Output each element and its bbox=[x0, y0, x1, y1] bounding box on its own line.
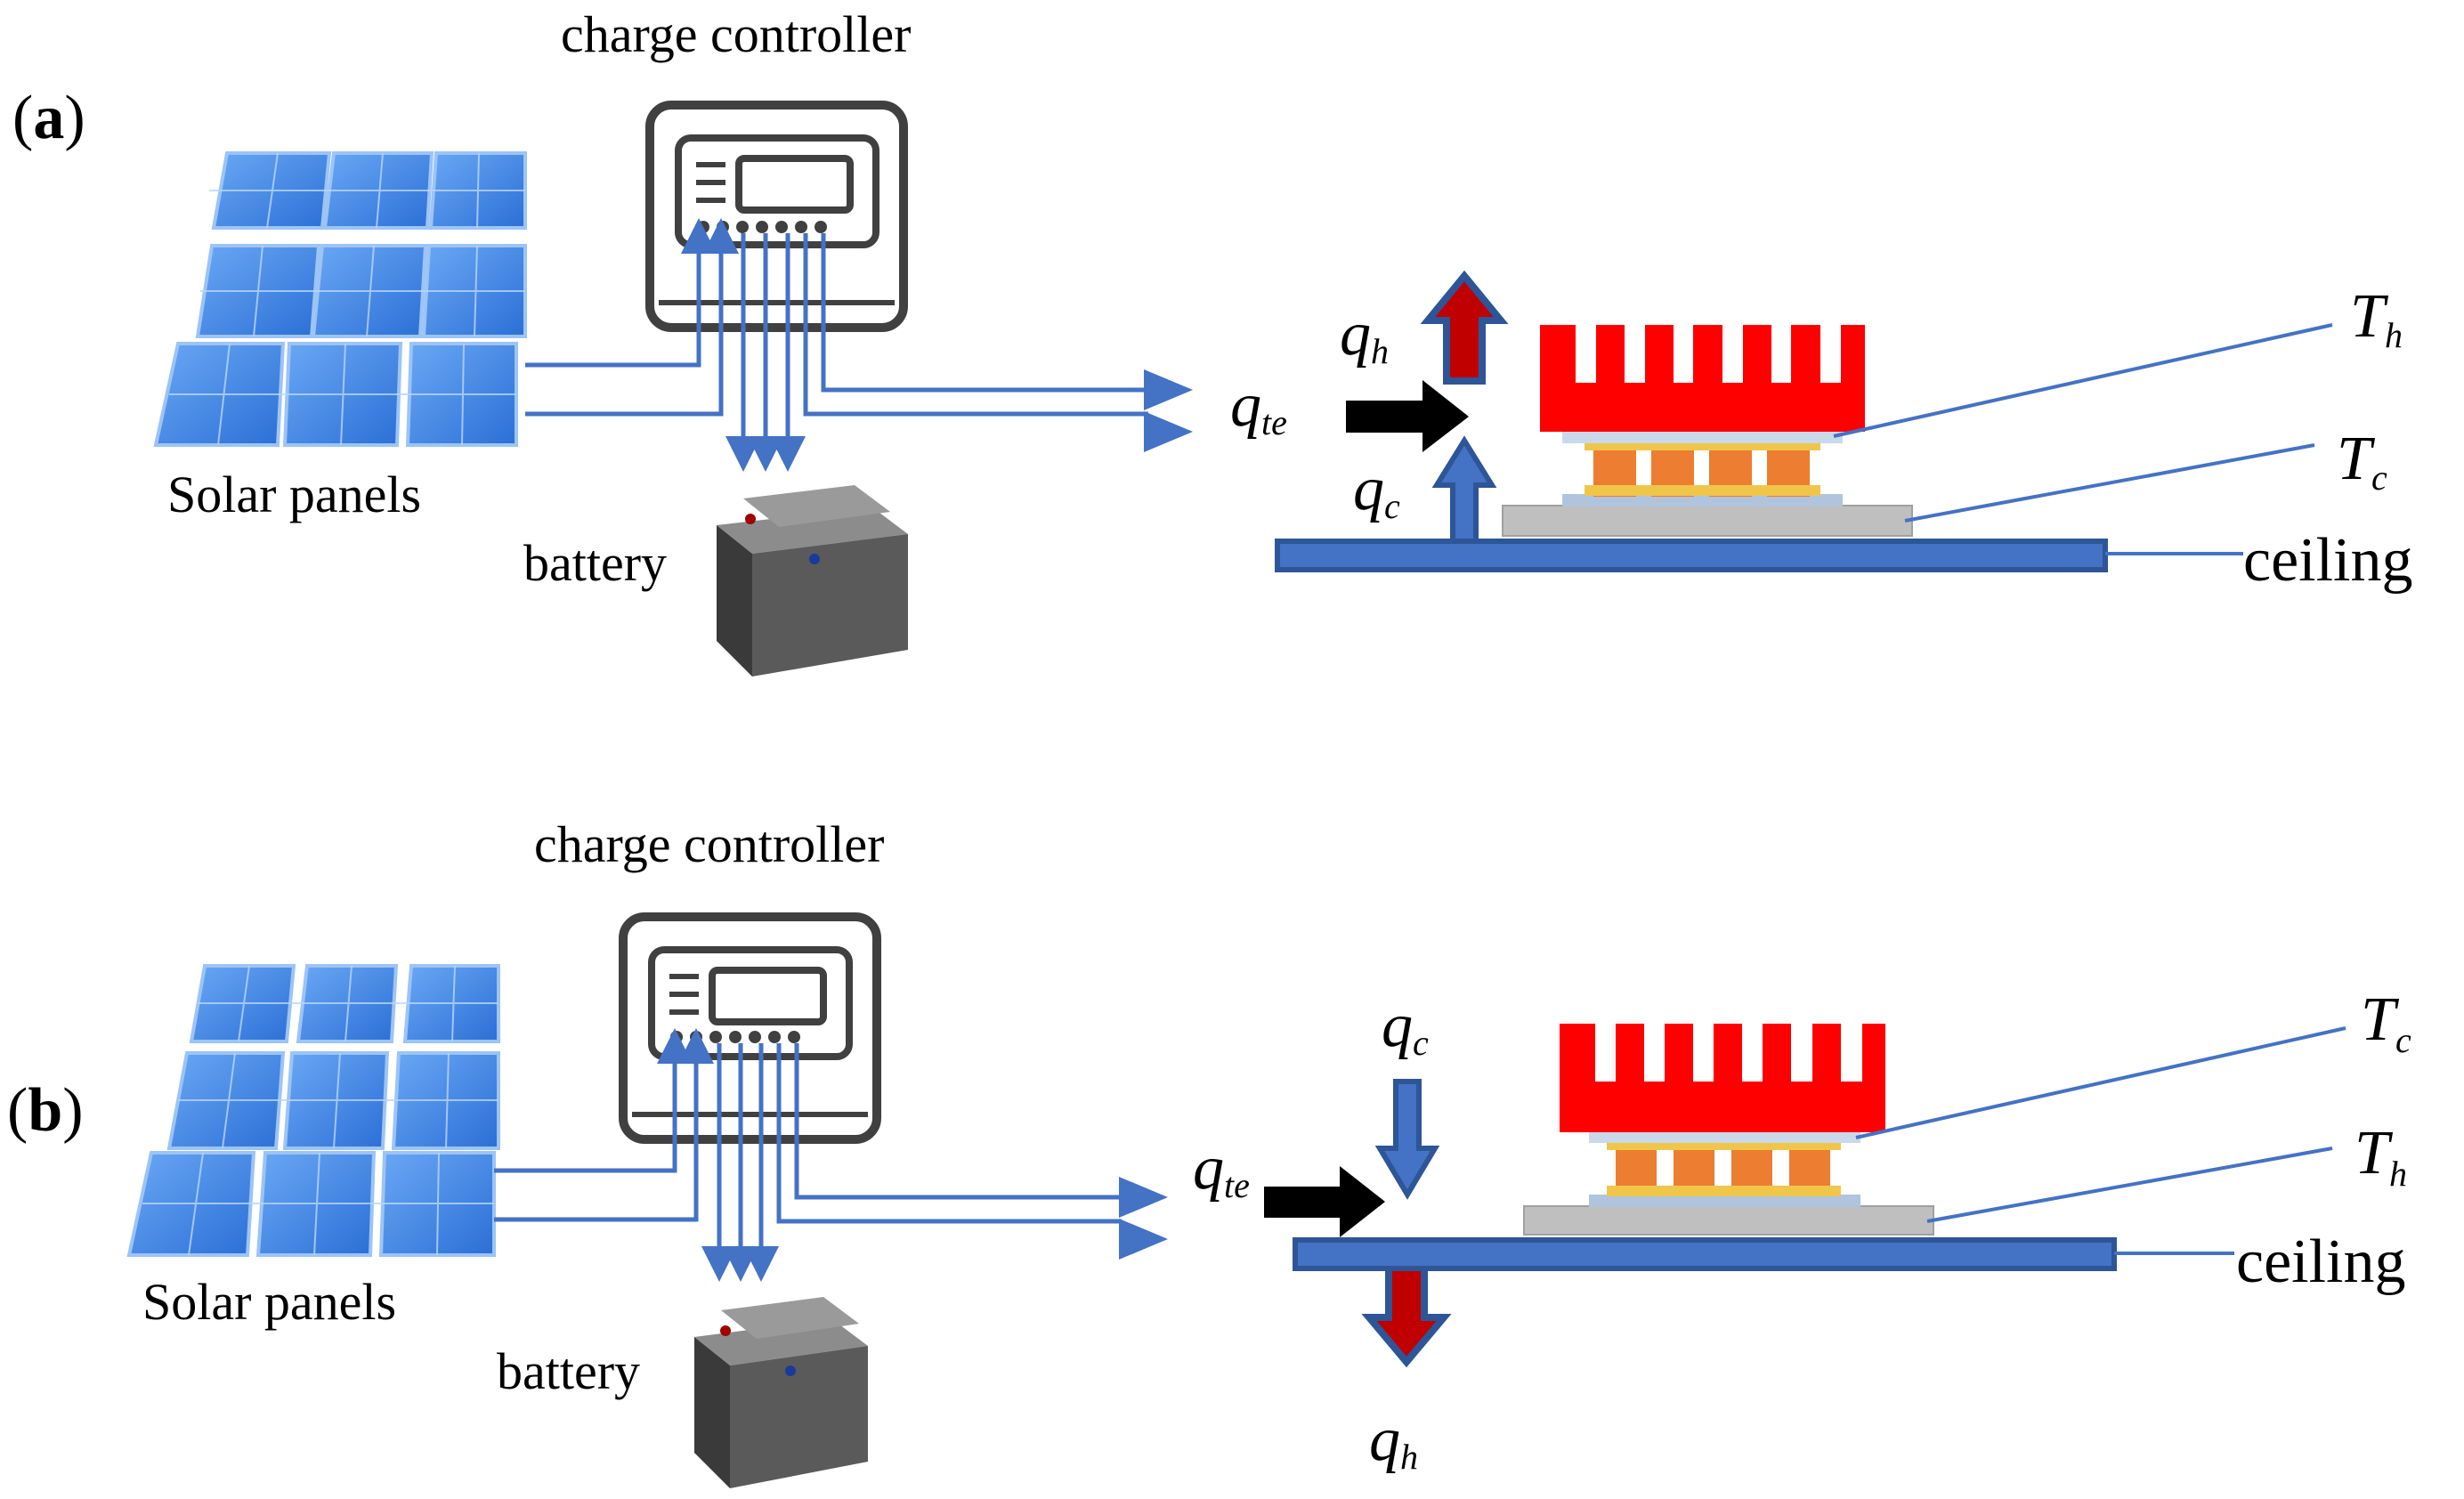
top-temp-label-b: Tc bbox=[2361, 985, 2411, 1060]
heatsink-a bbox=[1540, 325, 1865, 432]
solar-panels-icon-a bbox=[153, 151, 527, 447]
solar-panels-label-a: Solar panels bbox=[167, 466, 421, 523]
thermoelectric-module-a bbox=[1502, 325, 1913, 537]
battery-label-a: battery bbox=[523, 534, 667, 592]
ceiling-bar-b bbox=[1293, 1237, 2117, 1271]
cold-arrow-down-b bbox=[1374, 1079, 1440, 1200]
hot-arrow-up-a bbox=[1420, 270, 1509, 385]
q-up-label-b: qc bbox=[1382, 992, 1429, 1063]
heatsink-b bbox=[1560, 1024, 1885, 1132]
charge-controller-icon-b bbox=[619, 912, 881, 1144]
charge-controller-icon-a bbox=[645, 101, 908, 332]
cold-arrow-up-a bbox=[1431, 435, 1497, 550]
solar-panels-icon-b bbox=[126, 964, 500, 1257]
wiring-a bbox=[525, 233, 1148, 450]
top-temp-label-a: Th bbox=[2350, 282, 2403, 355]
black-arrow-a bbox=[1346, 380, 1469, 452]
solar-panels-label-b: Solar panels bbox=[142, 1273, 396, 1331]
black-arrow-b bbox=[1264, 1166, 1385, 1237]
battery-icon-b bbox=[694, 1297, 868, 1488]
panel-b-label: (b) bbox=[7, 1076, 84, 1145]
wiring-b bbox=[494, 1043, 1122, 1260]
bottom-temp-label-a: Tc bbox=[2337, 425, 2387, 498]
q-low-label-b: qh bbox=[1369, 1406, 1418, 1477]
bottom-temp-label-b: Th bbox=[2355, 1119, 2407, 1194]
battery-label-b: battery bbox=[497, 1342, 640, 1400]
wire-arrowheads-b bbox=[657, 1028, 1168, 1282]
charge-controller-label-a: charge controller bbox=[561, 5, 911, 63]
ceiling-label-a: ceiling bbox=[2243, 526, 2412, 595]
q-low-label-a: qc bbox=[1353, 455, 1400, 526]
battery-icon-a bbox=[717, 485, 908, 677]
wire-arrowheads-a bbox=[681, 218, 1193, 472]
ceiling-bar-a bbox=[1275, 539, 2108, 572]
q-up-label-a: qh bbox=[1340, 300, 1389, 371]
thermoelectric-module-b bbox=[1523, 1024, 1934, 1236]
ceiling-label-b: ceiling bbox=[2236, 1228, 2405, 1296]
q-te-label-a: qte bbox=[1230, 371, 1287, 442]
q-te-label-b: qte bbox=[1193, 1134, 1250, 1205]
panel-b: (b) charge controller bbox=[7, 815, 2411, 1488]
panel-a-label: (a) bbox=[12, 84, 85, 152]
panel-a: (a) charge controller bbox=[12, 5, 2412, 677]
charge-controller-label-b: charge controller bbox=[534, 815, 884, 873]
